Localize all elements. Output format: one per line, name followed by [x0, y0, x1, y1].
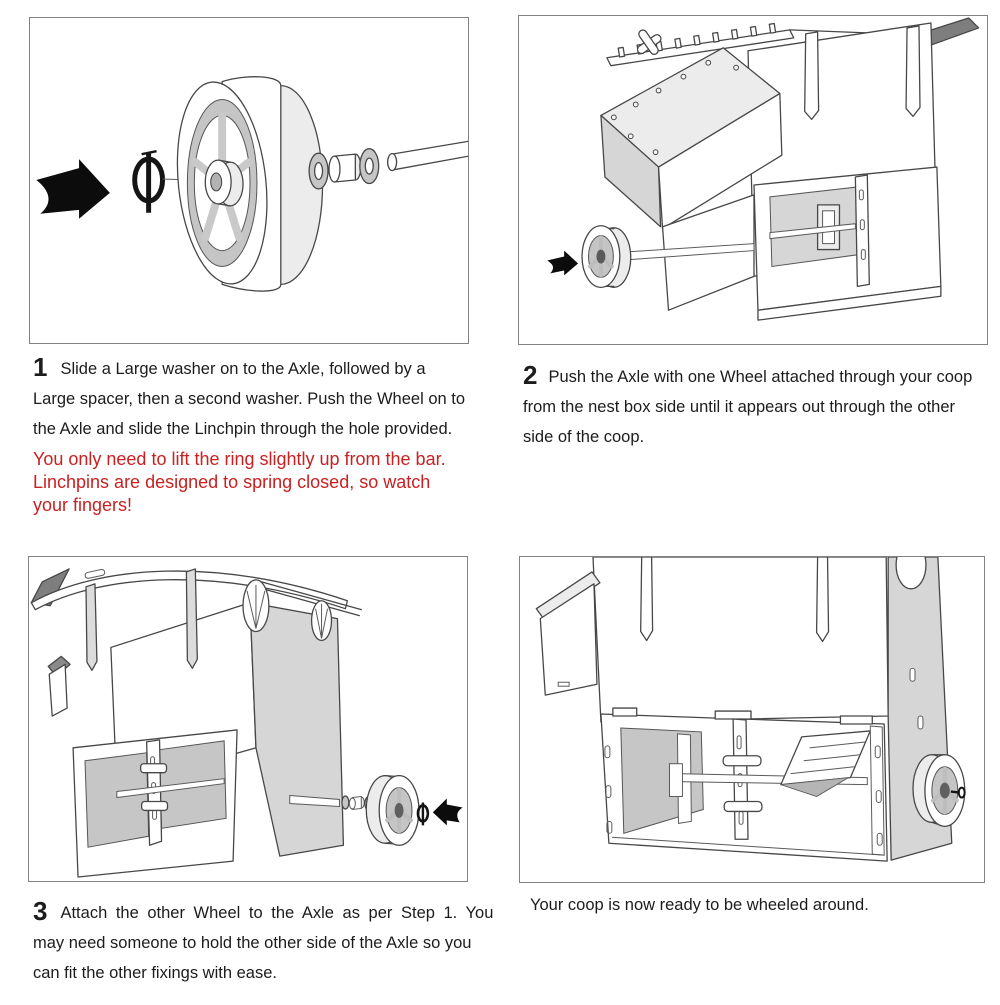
axle-icon: [289, 794, 340, 807]
step4-illustration: [535, 557, 966, 862]
step2-illustration: [547, 17, 980, 321]
round-window-icon: [895, 557, 927, 590]
linchpin-icon: [416, 802, 430, 826]
linchpin-warning-text: You only need to lift the ring slightly …: [33, 449, 446, 515]
nest-box: [535, 571, 601, 696]
coop-illustration: [535, 557, 966, 862]
washer-icon: [359, 148, 380, 185]
run-frame: [753, 166, 942, 321]
washer-icon: [308, 152, 329, 190]
wheel-illustration: [176, 76, 324, 292]
round-window-icon: [310, 600, 333, 642]
linchpin-icon: [132, 150, 166, 213]
run-frame: [72, 729, 238, 878]
step2-line3: side of the coop.: [523, 428, 645, 446]
step3-illustration: [30, 568, 463, 878]
wheel-illustration: [581, 225, 632, 288]
push-direction-arrow-icon: [547, 250, 579, 276]
wheel-illustration: [365, 775, 420, 846]
spacer-icon: [348, 795, 365, 810]
step3-line2: may need someone to hold the other side …: [33, 934, 472, 952]
step2-figure-frame: [518, 15, 988, 345]
step3-figure-frame: [28, 556, 468, 882]
step2-number: 2: [523, 360, 538, 390]
step4-line1: Your coop is now ready to be wheeled aro…: [530, 896, 869, 914]
axle-icon: [387, 140, 468, 172]
push-direction-arrow-icon: [432, 798, 463, 826]
step1-number: 1: [33, 352, 48, 382]
coop-illustration: [547, 17, 980, 321]
coop-illustration: [30, 568, 463, 878]
ramp: [780, 730, 871, 797]
step4-figure-frame: [519, 556, 985, 883]
round-window-icon: [242, 579, 270, 633]
nest-box: [600, 47, 783, 230]
wheel-illustration: [912, 754, 966, 827]
t-key-icon: [636, 29, 662, 55]
spacer-icon: [328, 153, 362, 183]
step1-line2: Large spacer, then a second washer. Push…: [33, 390, 466, 408]
step4-caption: Your coop is now ready to be wheeled aro…: [530, 890, 990, 920]
step1-line3: the Axle and slide the Linchpin through …: [33, 420, 453, 438]
push-direction-arrow-icon: [36, 159, 110, 219]
nest-box: [47, 655, 71, 717]
linchpin-icon: [950, 786, 966, 799]
post-slots: [604, 745, 883, 846]
washer-icon: [341, 795, 350, 810]
step3-number: 3: [33, 896, 48, 926]
step3-line3: can fit the other fixings with ease.: [33, 964, 277, 982]
wheel-hub: [204, 159, 244, 207]
run-frame: [600, 707, 888, 862]
step1-illustration: [36, 76, 468, 292]
step2-line2: from the nest box side until it appears …: [523, 398, 956, 416]
step1-figure-frame: [29, 17, 469, 344]
